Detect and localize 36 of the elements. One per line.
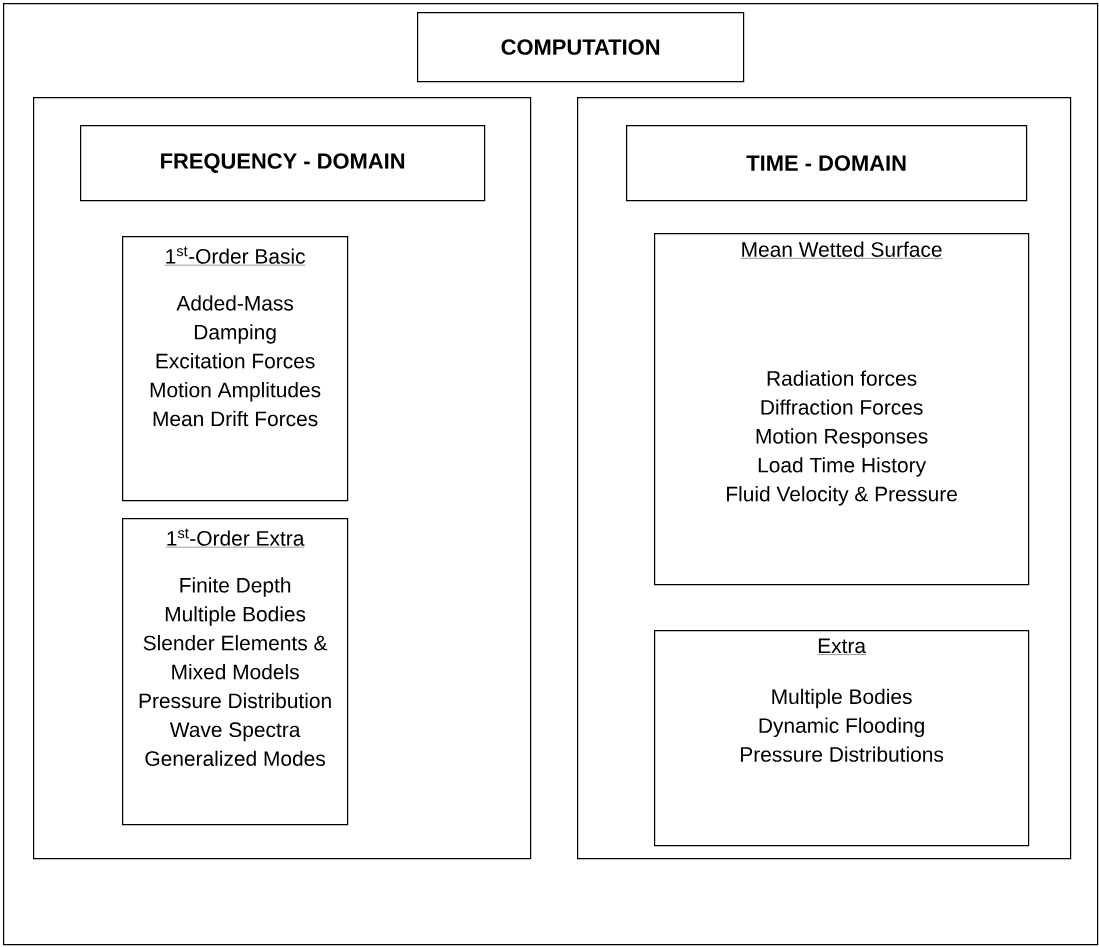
list-box <box>654 233 1030 586</box>
list-item: Multiple Bodies <box>165 606 306 626</box>
list-heading: 1$^{st}$-Order Basic <box>164 246 306 266</box>
list-heading: Mean Wetted Surface <box>740 241 943 259</box>
list-item: Excitation Forces <box>156 353 315 369</box>
list-box <box>122 518 349 826</box>
list-item: Dynamic Flooding <box>759 717 924 738</box>
list-item: Motion Amplitudes <box>150 382 321 402</box>
list-item: Motion Responses <box>756 428 928 448</box>
list-item: Added-Mass <box>176 295 294 311</box>
heading-box <box>80 125 486 202</box>
list-item: Radiation forces <box>767 370 917 386</box>
list-item: Pressure Distributions <box>741 746 944 762</box>
list-item: Wave Spectra <box>169 722 301 742</box>
list-item: Diffraction Forces <box>761 399 923 415</box>
list-box <box>122 236 349 502</box>
list-item: Generalized Modes <box>145 750 325 766</box>
heading: FREQUENCY - DOMAIN <box>161 153 405 173</box>
panel <box>577 97 1072 860</box>
list-heading: 1$^{st}$-Order Extra <box>165 528 305 548</box>
list-item: Slender Elements & Mixed Models <box>143 635 328 680</box>
heading: COMPUTATION <box>501 39 660 55</box>
frame <box>3 3 1099 946</box>
list-item: Finite Depth <box>180 577 291 597</box>
list-item: Fluid Velocity & Pressure <box>727 486 957 506</box>
heading-box <box>417 12 745 83</box>
list-box <box>654 630 1030 847</box>
heading-box <box>626 125 1028 202</box>
list-item: Damping <box>194 324 276 344</box>
list-heading: Extra <box>817 638 867 655</box>
list-item: Load Time History <box>758 457 926 477</box>
panel <box>33 97 532 860</box>
list-item: Pressure Distribution <box>139 692 331 709</box>
list-item: Multiple Bodies <box>772 688 912 709</box>
heading: TIME - DOMAIN <box>746 155 906 171</box>
list-item: Mean Drift Forces <box>153 410 318 427</box>
